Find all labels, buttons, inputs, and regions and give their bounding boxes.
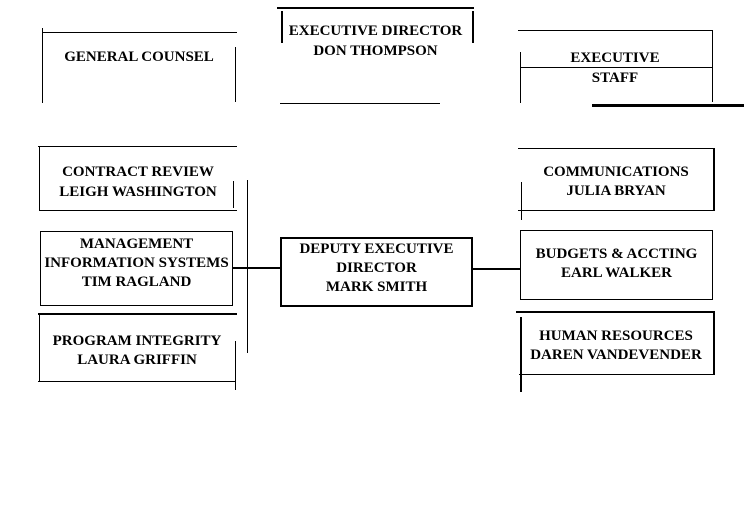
executive-staff-title-line2: STAFF xyxy=(591,70,639,86)
deputy-person: MARK SMITH xyxy=(325,279,428,295)
executive-director-box-left xyxy=(281,11,283,43)
deputy-title-line2: DIRECTOR xyxy=(336,260,417,276)
node-human-resources: HUMAN RESOURCES DAREN VANDEVENDER xyxy=(517,327,715,365)
contract-review-box-bottom xyxy=(39,210,237,211)
node-budgets-accting: BUDGETS & ACCTING EARL WALKER xyxy=(520,245,713,283)
budgets-accting-box xyxy=(520,230,713,300)
executive-staff-box-top xyxy=(518,30,712,31)
human-resources-box-left xyxy=(520,317,522,392)
communications-title: COMMUNICATIONS xyxy=(543,164,689,180)
contract-review-box-left xyxy=(39,146,40,211)
mis-person: TIM RAGLAND xyxy=(81,274,192,290)
node-general-counsel: GENERAL COUNSEL xyxy=(42,47,236,67)
general-counsel-box-left xyxy=(42,28,43,103)
human-resources-title: HUMAN RESOURCES xyxy=(539,328,693,344)
contract-review-person: LEIGH WASHINGTON xyxy=(59,184,217,200)
contract-review-title: CONTRACT REVIEW xyxy=(62,164,214,180)
executive-director-box-top xyxy=(277,7,474,9)
connector-deputy-to-budgets xyxy=(472,268,520,270)
contract-review-box-top xyxy=(38,146,237,147)
node-deputy-executive-director: DEPUTY EXECUTIVE DIRECTOR MARK SMITH xyxy=(280,240,473,297)
program-integrity-title: PROGRAM INTEGRITY xyxy=(52,333,222,349)
executive-staff-box-middle xyxy=(520,67,712,68)
node-executive-director: EXECUTIVE DIRECTOR DON THOMPSON xyxy=(277,21,474,61)
human-resources-box-bottom xyxy=(519,374,715,375)
executive-director-person: DON THOMPSON xyxy=(313,43,438,59)
executive-director-box-bottom xyxy=(280,103,440,104)
human-resources-box-top xyxy=(516,311,715,313)
node-management-information-systems: MANAGEMENT INFORMATION SYSTEMS TIM RAGLA… xyxy=(40,235,233,292)
budgets-accting-person: EARL WALKER xyxy=(560,265,672,281)
executive-director-box-right xyxy=(472,11,474,43)
program-integrity-box-top xyxy=(38,313,237,315)
program-integrity-box-left xyxy=(39,313,40,382)
budgets-accting-title: BUDGETS & ACCTING xyxy=(535,246,698,262)
executive-staff-box-right xyxy=(712,30,713,102)
program-integrity-box-bottom xyxy=(38,381,235,382)
deputy-executive-director-box xyxy=(280,237,473,307)
executive-staff-box-left xyxy=(520,52,521,103)
executive-staff-title-line1: EXECUTIVE xyxy=(570,50,660,66)
program-integrity-person: LAURA GRIFFIN xyxy=(77,352,197,368)
general-counsel-box-right xyxy=(235,47,236,102)
human-resources-box-right xyxy=(713,311,715,375)
connector-left-spine xyxy=(247,180,248,353)
node-contract-review: CONTRACT REVIEW LEIGH WASHINGTON xyxy=(39,162,237,202)
communications-box-left xyxy=(521,182,522,220)
mis-title-line1: MANAGEMENT xyxy=(79,236,194,252)
general-counsel-box-top xyxy=(42,32,237,33)
communications-box-top xyxy=(518,148,715,149)
program-integrity-box-right xyxy=(235,341,236,390)
executive-staff-underline xyxy=(592,104,744,107)
general-counsel-title: GENERAL COUNSEL xyxy=(64,49,214,65)
mis-title-line2: INFORMATION SYSTEMS xyxy=(44,255,229,271)
connector-mis-to-deputy xyxy=(233,267,281,269)
communications-person: JULIA BRYAN xyxy=(566,183,666,199)
node-communications: COMMUNICATIONS JULIA BRYAN xyxy=(518,163,714,201)
communications-box-bottom xyxy=(518,210,714,211)
executive-director-title: EXECUTIVE DIRECTOR xyxy=(288,23,463,39)
communications-box-right xyxy=(713,148,715,211)
deputy-title-line1: DEPUTY EXECUTIVE xyxy=(299,241,454,257)
contract-review-box-right xyxy=(233,181,234,208)
node-program-integrity: PROGRAM INTEGRITY LAURA GRIFFIN xyxy=(38,332,236,370)
node-executive-staff: EXECUTIVE STAFF xyxy=(518,48,712,88)
management-information-systems-box xyxy=(40,231,233,306)
human-resources-person: DAREN VANDEVENDER xyxy=(530,347,702,363)
